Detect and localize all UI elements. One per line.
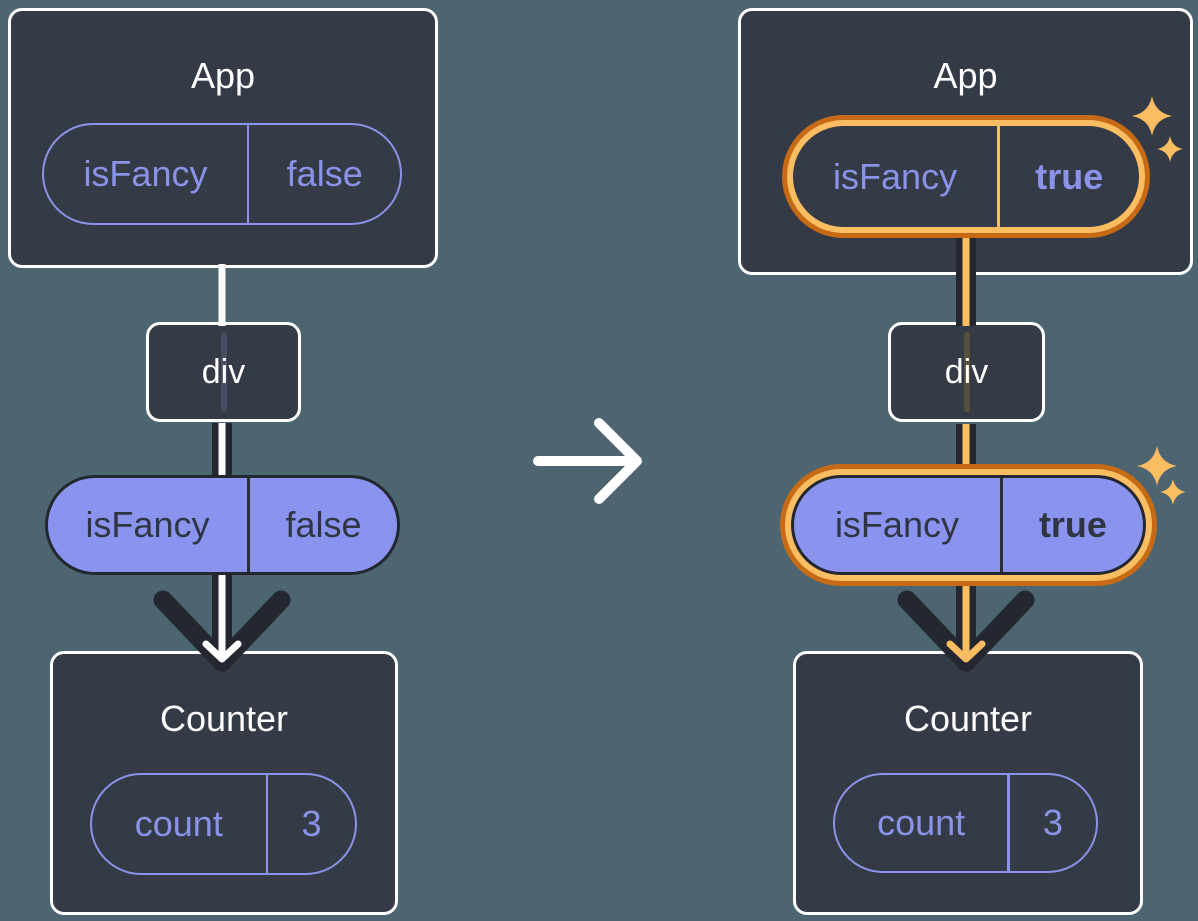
highlight-ring: isFancy true xyxy=(787,120,1145,233)
state-value: 3 xyxy=(301,803,322,844)
state-name: count xyxy=(134,803,223,844)
prop-value: true xyxy=(1038,504,1107,545)
component-title: App xyxy=(933,55,998,96)
prop-value: true xyxy=(1035,155,1104,197)
sparkle-icon xyxy=(1137,446,1177,486)
pill-divider xyxy=(246,478,250,572)
component-title: Counter xyxy=(159,698,289,739)
state-name-cell: count xyxy=(835,775,1007,871)
passed-prop-pill-highlighted: isFancy true xyxy=(780,464,1157,586)
state-value-cell: 3 xyxy=(1010,775,1096,871)
prop-value-cell: false xyxy=(249,125,400,223)
app-prop-pill-highlighted: isFancy true xyxy=(782,115,1150,238)
prop-name-cell: isFancy xyxy=(44,125,247,223)
component-title: Counter xyxy=(903,698,1033,739)
state-value-cell: 3 xyxy=(268,775,355,873)
after-tree-connector xyxy=(897,234,1035,672)
div-element-box: div xyxy=(146,322,301,422)
prop-value-cell: true xyxy=(1003,478,1143,572)
prop-name-cell: isFancy xyxy=(793,126,997,227)
div-element-box: div xyxy=(888,322,1045,422)
pill-divider xyxy=(999,478,1003,572)
sparkle-icon xyxy=(1160,479,1186,505)
prop-name: isFancy xyxy=(85,504,210,545)
prop-name-cell: isFancy xyxy=(48,478,247,572)
transition-arrow-right-icon xyxy=(533,418,642,504)
prop-name: isFancy xyxy=(834,504,959,545)
component-title: App xyxy=(190,55,256,96)
counter-state-pill: count 3 xyxy=(833,773,1098,873)
div-label: div xyxy=(201,352,246,391)
prop-pass-through-line xyxy=(220,332,227,412)
pill-divider xyxy=(997,126,1000,227)
app-prop-pill: isFancy false xyxy=(42,123,402,225)
prop-value-cell: false xyxy=(250,478,397,572)
highlight-ring: isFancy true xyxy=(785,469,1152,581)
pill-divider xyxy=(246,125,250,223)
counter-state-pill: count 3 xyxy=(90,773,357,875)
pill-divider xyxy=(1007,775,1010,871)
state-name-cell: count xyxy=(92,775,266,873)
state-value: 3 xyxy=(1042,802,1063,843)
prop-name: isFancy xyxy=(833,155,958,197)
prop-value-cell: true xyxy=(1000,126,1139,227)
prop-name: isFancy xyxy=(83,153,208,194)
pill-divider xyxy=(265,775,269,873)
passed-prop-pill: isFancy false xyxy=(45,475,400,575)
state-name: count xyxy=(877,802,966,843)
prop-name-cell: isFancy xyxy=(794,478,1000,572)
prop-value: false xyxy=(285,504,362,545)
div-label: div xyxy=(944,352,989,391)
prop-value: false xyxy=(286,153,363,194)
prop-pass-through-line xyxy=(963,332,970,412)
